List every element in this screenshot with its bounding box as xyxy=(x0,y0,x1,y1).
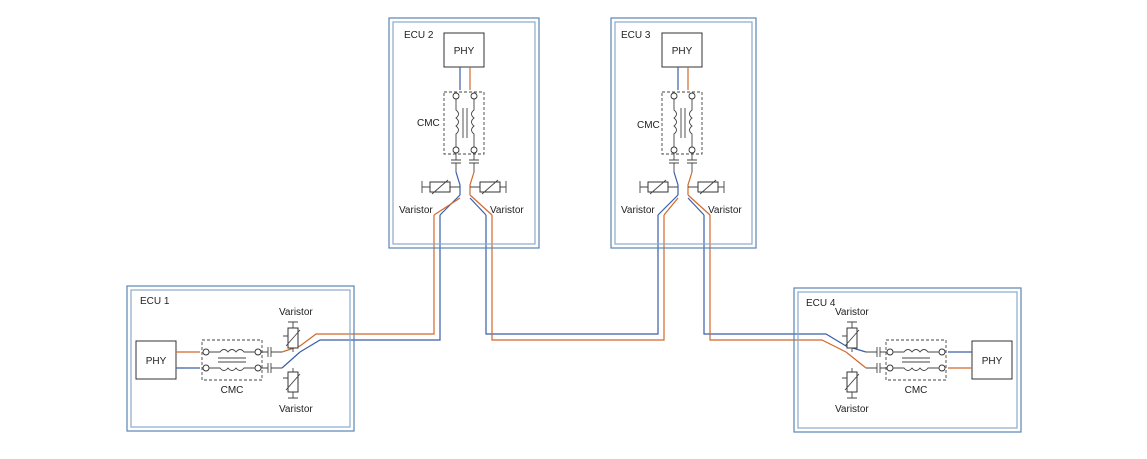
ecu-2-cmc-box xyxy=(443,91,485,155)
ecu-3-cmc-box xyxy=(661,91,703,155)
ecu-4-phy-label: PHY xyxy=(982,356,1003,367)
ecu-3-phy-label: PHY xyxy=(672,46,693,57)
ecu-2-title: ECU 2 xyxy=(404,30,434,41)
ecu-1-varistor-top-label: Varistor xyxy=(279,307,313,318)
ecu-1-cmc-box xyxy=(201,339,263,381)
ecu-1-title: ECU 1 xyxy=(140,296,170,307)
ecu-1-cmc-label: CMC xyxy=(221,385,244,396)
ecu-2-phy xyxy=(443,32,485,68)
ecu-4-phy xyxy=(971,340,1013,380)
cable-ecu1-ecu2-a xyxy=(299,215,441,353)
ecu-3-title: ECU 3 xyxy=(621,30,651,41)
cable-ecu2-ecu3-b xyxy=(491,215,665,341)
ecu-1-phy xyxy=(135,340,177,380)
ecu-4-cmc-label: CMC xyxy=(905,385,928,396)
ecu-1-varistor-bottom-label: Varistor xyxy=(279,404,313,415)
ecu-3-varistor-left-label: Varistor xyxy=(621,205,655,216)
cable-ecu3-ecu4-b xyxy=(709,215,847,353)
ecu-4-cmc-box xyxy=(885,339,947,381)
ecu-3: ECU 3 PHY CMC Varistor Varistor xyxy=(610,17,757,249)
ecu-1: ECU 1 PHY CMC Varistor Varistor xyxy=(126,285,355,432)
ecu-4-varistor-top-label: Varistor xyxy=(835,307,869,318)
ecu-2-varistor-right-label: Varistor xyxy=(490,205,524,216)
ecu-3-phy xyxy=(661,32,703,68)
cable-ecu2-ecu3-a xyxy=(485,215,659,335)
ecu-3-cmc-label: CMC xyxy=(637,120,660,131)
ecu-4-varistor-bottom-label: Varistor xyxy=(835,404,869,415)
ecu-2-phy-label: PHY xyxy=(454,46,475,57)
ecu-1-phy-label: PHY xyxy=(146,356,167,367)
cable-ecu1-ecu2-b xyxy=(299,215,435,347)
bus-cables xyxy=(299,215,847,353)
ecu-4-title: ECU 4 xyxy=(806,298,836,309)
ecu-2-cmc-label: CMC xyxy=(417,118,440,129)
ecu-2: ECU 2 PHY CMC Varistor Varistor xyxy=(388,17,540,249)
ecu-4: ECU 4 PHY CMC Varistor Varistor xyxy=(793,287,1022,433)
ecu-2-varistor-left-label: Varistor xyxy=(399,205,433,216)
cable-ecu3-ecu4-a xyxy=(703,215,847,347)
ecu-3-varistor-right-label: Varistor xyxy=(708,205,742,216)
